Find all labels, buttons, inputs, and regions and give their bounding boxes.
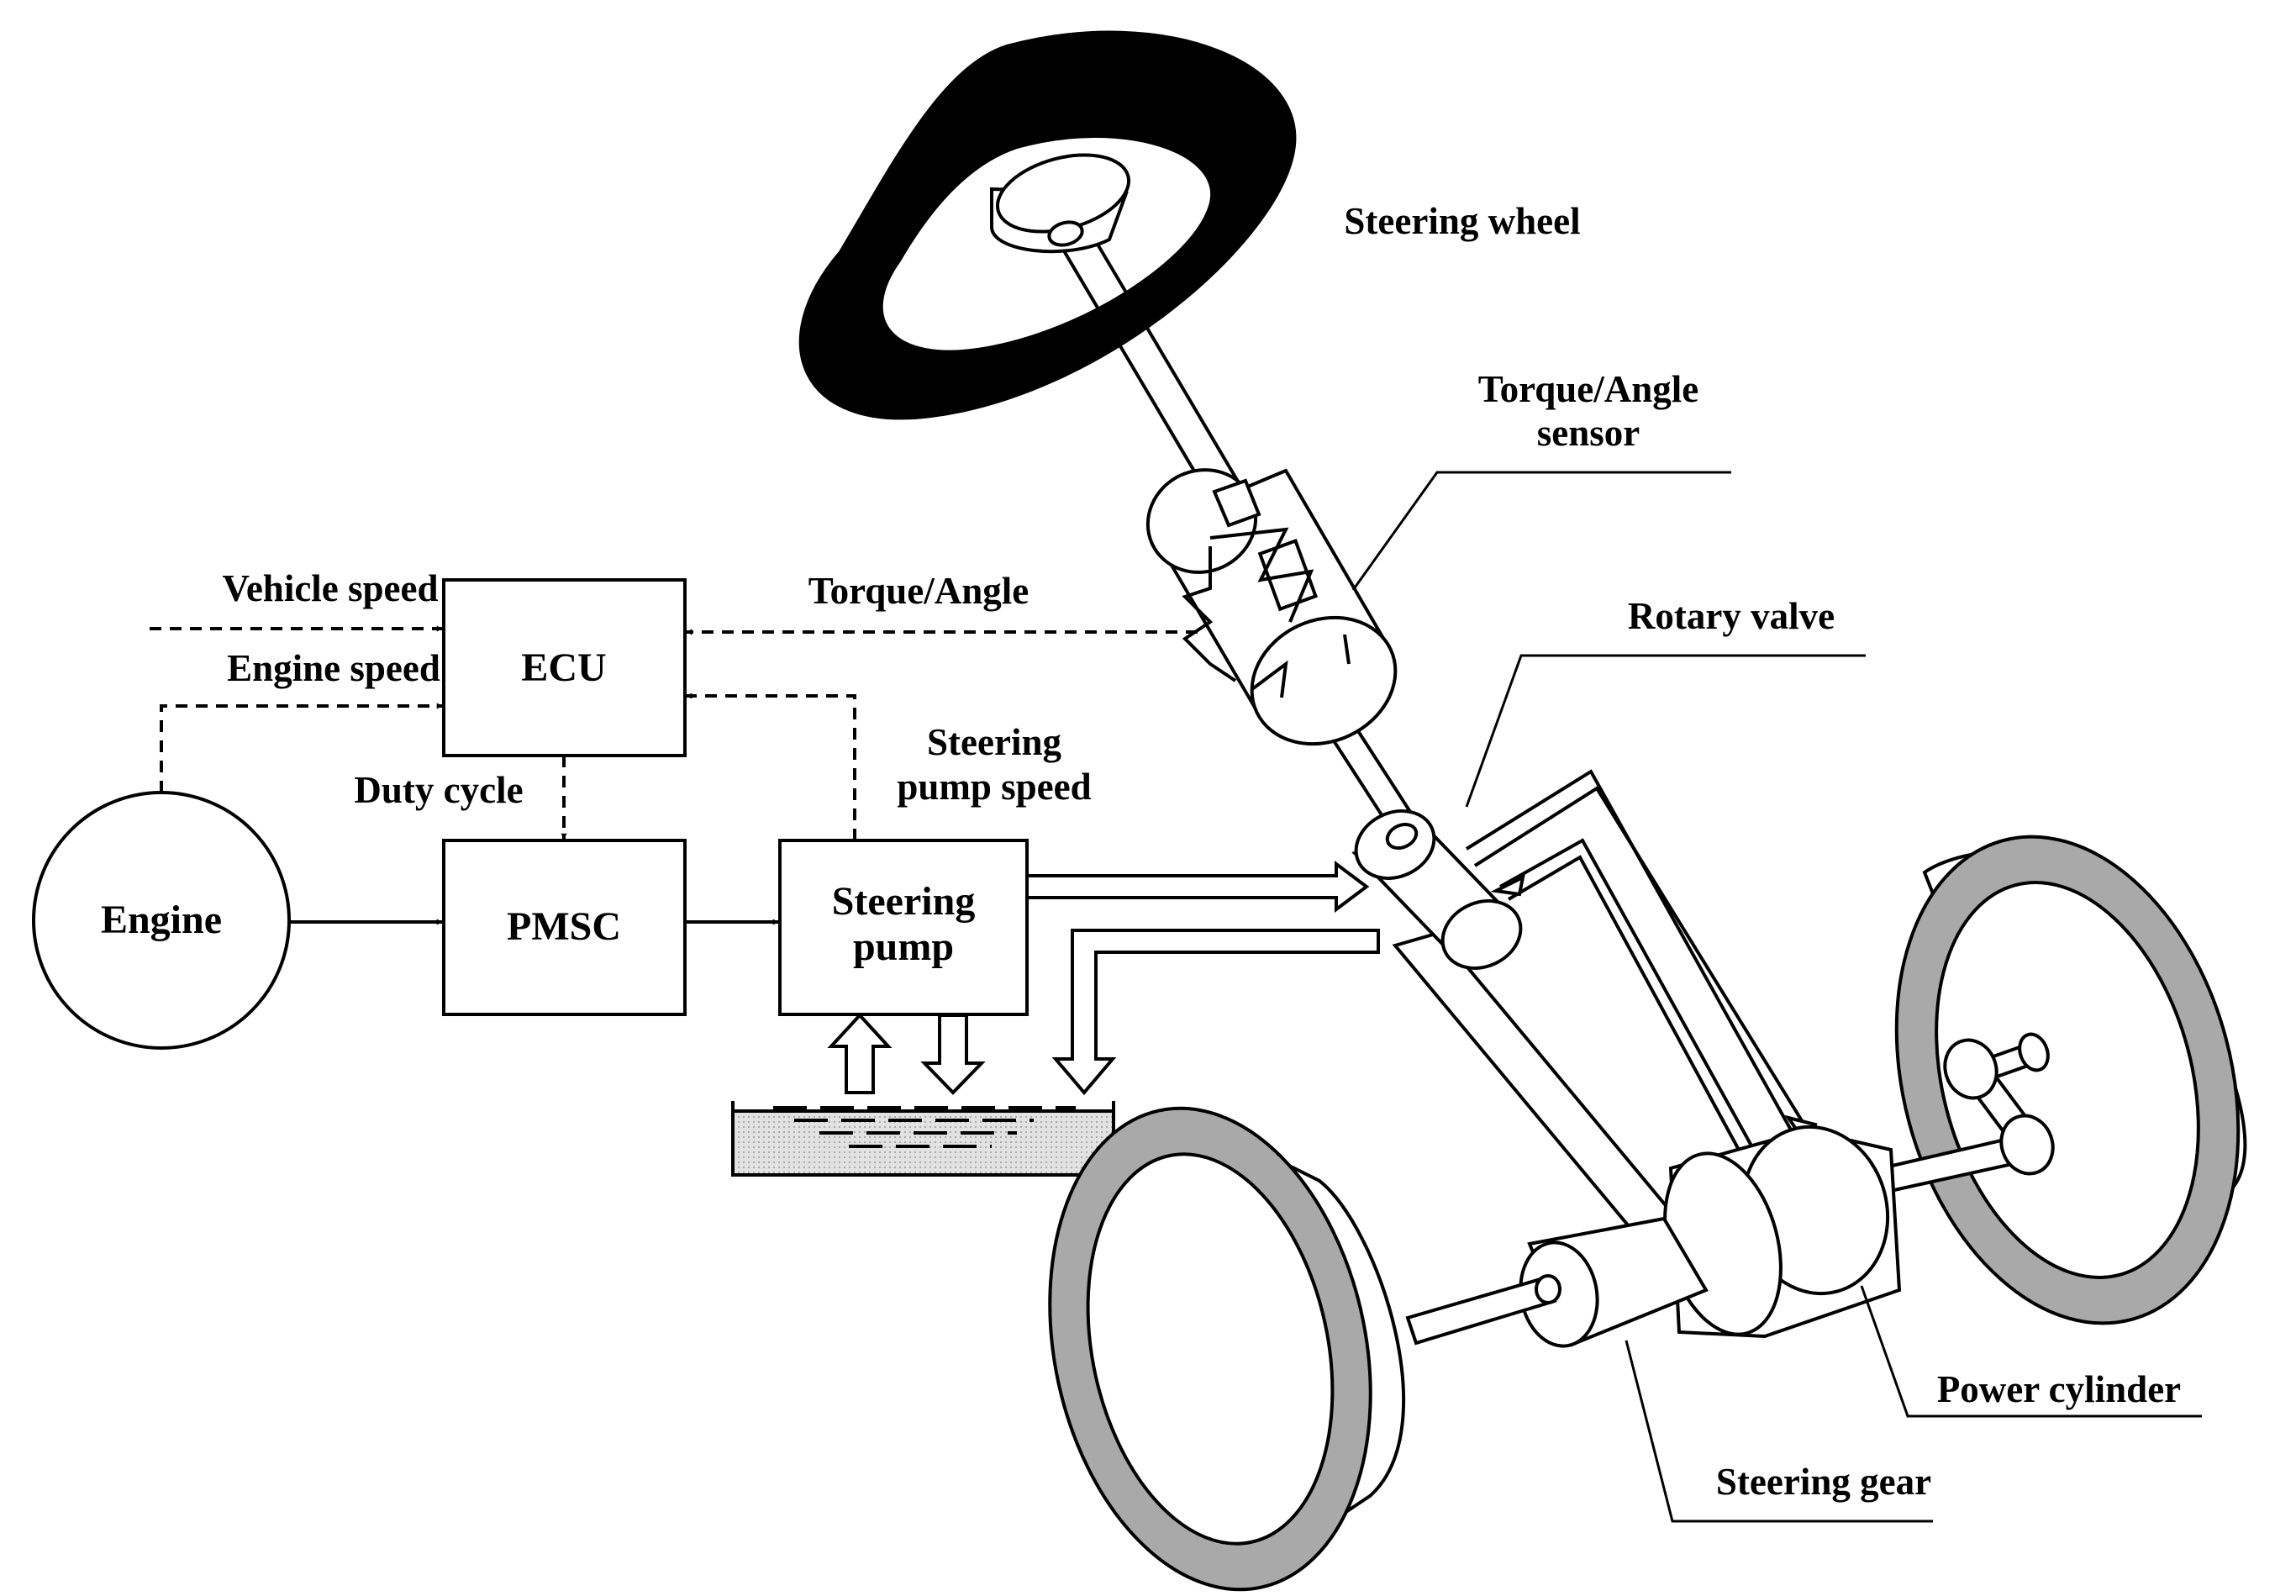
- duty-cycle-label: Duty cycle: [354, 769, 523, 811]
- pump-label-line1: Steering: [832, 879, 976, 924]
- signal-lines: [150, 625, 1198, 840]
- left-axle-end: [1535, 1274, 1561, 1304]
- sensor-shaft-top: [1212, 478, 1261, 528]
- valve-return-down-arrow: [1051, 929, 1380, 1096]
- pmsc-block: PMSC: [442, 839, 687, 1016]
- steering-wheel-label: Steering wheel: [1344, 200, 1580, 242]
- engine-speed-arrow: [160, 703, 443, 793]
- ecu-block: ECU: [442, 578, 687, 757]
- power-cylinder: [1663, 1125, 1902, 1339]
- steering-wheel: [798, 30, 1297, 420]
- pump-speed-arrow: [686, 693, 856, 840]
- hydraulic-lines: [1465, 769, 1807, 1152]
- pump-speed-label-line2: pump speed: [897, 766, 1091, 808]
- sensor-label-line2: sensor: [1537, 412, 1640, 454]
- steering-gear-label: Steering gear: [1716, 1461, 1931, 1503]
- engine-block: Engine: [32, 791, 291, 1050]
- reservoir-flow-arrows: [827, 929, 1380, 1096]
- power-cylinder-label: Power cylinder: [1937, 1368, 2181, 1410]
- torque-angle-sensor: [1145, 468, 1398, 746]
- engine-speed-label: Engine speed: [227, 647, 440, 689]
- vehicle-speed-label: Vehicle speed: [222, 567, 438, 609]
- right-wheel: [1894, 835, 2247, 1325]
- rotary-valve-label: Rotary valve: [1628, 595, 1835, 637]
- pump-return-down-arrow: [920, 1014, 986, 1095]
- pmsc-label: PMSC: [507, 904, 621, 949]
- pump-to-valve-arrow: [1025, 861, 1370, 913]
- pump-speed-label-line1: Steering: [927, 721, 1061, 763]
- rotary-valve: [1351, 809, 1523, 970]
- pump-label-line2: pump: [853, 924, 954, 969]
- suction-up-arrow: [827, 1013, 893, 1094]
- leader-lines: [1351, 471, 2202, 1523]
- sensor-label-line1: Torque/Angle: [1478, 368, 1699, 410]
- steering-pump-block: Steering pump: [778, 839, 1029, 1016]
- torque-angle-signal-label: Torque/Angle: [808, 570, 1030, 612]
- left-wheel: [1048, 1106, 1406, 1592]
- engine-label: Engine: [101, 898, 222, 942]
- ecu-label: ECU: [521, 645, 606, 690]
- fluid-reservoir: [731, 1101, 1115, 1177]
- valve-inlet-arrowhead: [1490, 874, 1525, 897]
